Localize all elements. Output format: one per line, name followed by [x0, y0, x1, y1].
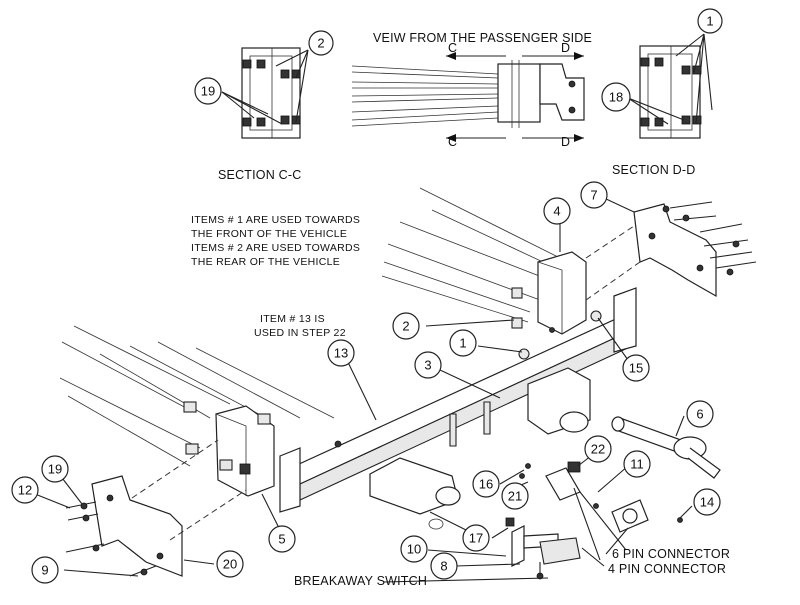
section-c-c-label: SECTION C-C: [218, 168, 301, 182]
callout-12: 12: [11, 476, 39, 504]
right-bolts: [662, 201, 757, 276]
callout-10: 10: [400, 535, 428, 563]
right-side-bracket: [633, 203, 717, 298]
callout-6: 6: [686, 400, 714, 428]
callout-16: 16: [472, 470, 500, 498]
items-note-line-2: THE FRONT OF THE VEHICLE: [191, 228, 347, 240]
left-dashed-guides: [131, 439, 247, 541]
callout-5: 5: [268, 525, 296, 553]
callout-21: 21: [501, 482, 529, 510]
callout-3-number: 3: [424, 358, 431, 373]
item-13-note: ITEM # 13 IS USED IN STEP 22: [254, 313, 346, 339]
items-note-line-1: ITEMS # 1 ARE USED TOWARDS: [191, 214, 360, 226]
callout-3: 3: [414, 351, 442, 379]
callout-4: 4: [543, 197, 571, 225]
right-spacer-block: [511, 251, 587, 335]
right-dashed-guides: [585, 225, 641, 301]
view-title: VEIW FROM THE PASSENGER SIDE: [373, 31, 592, 45]
right-frame-rails: [381, 187, 561, 323]
lower-ball-mount: [369, 457, 467, 531]
section-mark-c-bottom: C: [448, 135, 457, 149]
section-d-d-detail: [627, 33, 713, 139]
callout-4-number: 4: [553, 204, 560, 219]
section-mark-d-bottom: D: [561, 135, 570, 149]
callout-12-number: 12: [18, 483, 32, 498]
breakaway-switch-label: BREAKAWAY SWITCH: [294, 574, 427, 588]
callout-19-number: 19: [48, 462, 62, 477]
callout-13: 13: [327, 339, 355, 367]
callout-7: 7: [580, 181, 608, 209]
callout-2-top-number: 2: [317, 36, 324, 51]
callout-2-top: 2: [308, 30, 334, 56]
section-d-d-label: SECTION D-D: [612, 163, 695, 177]
callout-9: 9: [31, 556, 59, 584]
callout-22-number: 22: [591, 442, 605, 457]
callout-19-top-number: 19: [201, 84, 215, 99]
item-13-note-line-2: USED IN STEP 22: [254, 327, 346, 339]
cross-tube: [279, 287, 637, 513]
callout-17: 17: [462, 524, 490, 552]
callout-1-top-number: 1: [706, 14, 713, 29]
callout-19-top: 19: [194, 77, 222, 105]
items-note: ITEMS # 1 ARE USED TOWARDS THE FRONT OF …: [191, 214, 360, 268]
section-c-c-detail: [221, 47, 309, 139]
callout-18-number: 18: [609, 90, 623, 105]
callout-2-number: 2: [402, 319, 409, 334]
callout-11-number: 11: [630, 457, 644, 472]
connector-bracket: [545, 461, 649, 561]
callout-21-number: 21: [508, 489, 522, 504]
callout-14: 14: [693, 488, 721, 516]
items-note-line-3: ITEMS # 2 ARE USED TOWARDS: [191, 242, 360, 254]
callout-20: 20: [216, 550, 244, 578]
left-side-bracket: [91, 475, 183, 577]
small-hardware: [334, 310, 683, 523]
callout-2: 2: [392, 312, 420, 340]
callout-16-number: 16: [479, 477, 493, 492]
callout-9-number: 9: [41, 563, 48, 578]
item-13-note-line-1: ITEM # 13 IS: [260, 313, 325, 325]
items-note-line-4: THE REAR OF THE VEHICLE: [191, 256, 340, 268]
hitch-pin: [611, 416, 721, 479]
left-spacer-block: [183, 401, 275, 497]
callout-1: 1: [449, 329, 477, 357]
callout-15-number: 15: [629, 361, 643, 376]
callout-20-number: 20: [223, 557, 237, 572]
callout-7-number: 7: [590, 188, 597, 203]
callout-8: 8: [430, 552, 458, 580]
leader-lines: [29, 197, 693, 583]
section-mark-c-top: C: [448, 41, 457, 55]
callout-1-top: 1: [697, 8, 723, 34]
callout-22: 22: [584, 435, 612, 463]
left-bolts: [65, 501, 157, 577]
section-mark-d-top: D: [561, 41, 570, 55]
callout-19: 19: [41, 455, 69, 483]
callout-13-number: 13: [334, 346, 348, 361]
callout-17-number: 17: [469, 531, 483, 546]
callout-6-number: 6: [696, 407, 703, 422]
callout-11: 11: [623, 450, 651, 478]
callout-18: 18: [601, 82, 631, 112]
callout-14-number: 14: [700, 495, 714, 510]
breakaway-switch-assembly: [505, 517, 581, 580]
callout-8-number: 8: [440, 559, 447, 574]
callout-5-number: 5: [278, 532, 285, 547]
receiver-box: [527, 367, 591, 435]
four-pin-connector-label: 4 PIN CONNECTOR: [608, 562, 726, 576]
six-pin-connector-label: 6 PIN CONNECTOR: [612, 547, 730, 561]
callout-10-number: 10: [407, 542, 421, 557]
callout-15: 15: [622, 354, 650, 382]
passenger-side-view: [351, 52, 585, 142]
callout-1-number: 1: [459, 336, 466, 351]
